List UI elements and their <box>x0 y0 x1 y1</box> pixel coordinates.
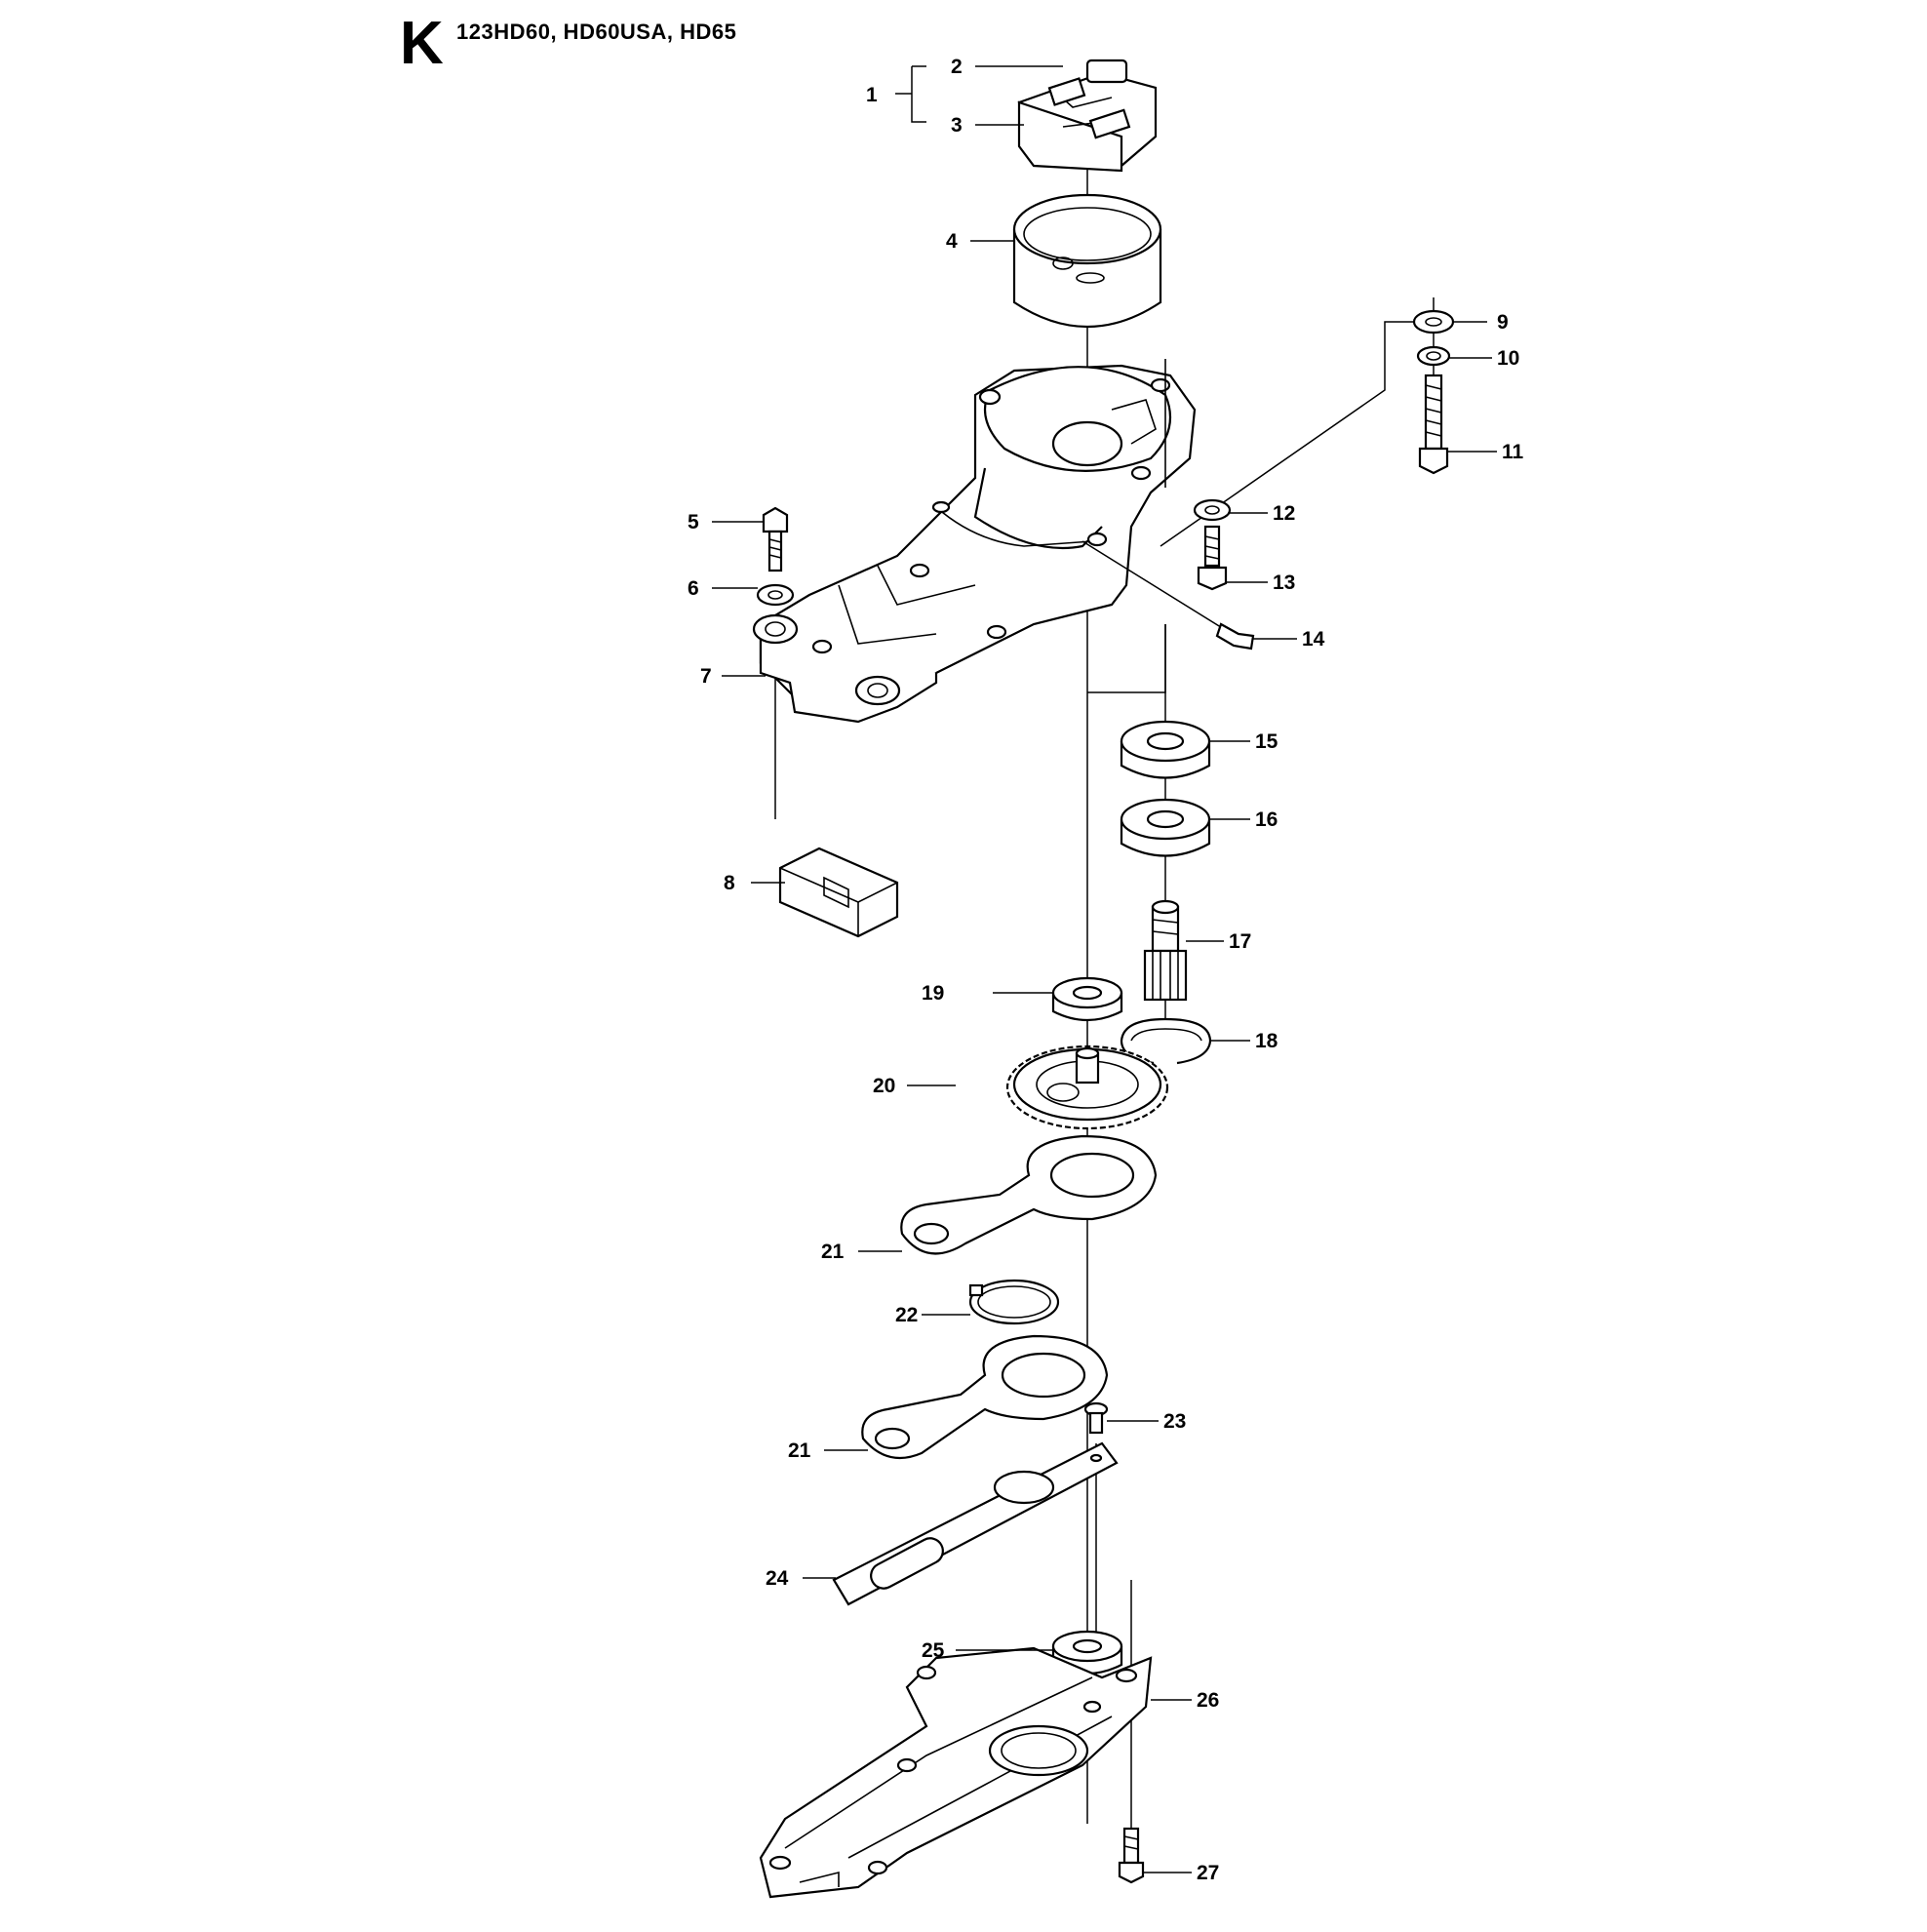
callout-14: 14 <box>1302 628 1325 651</box>
callout-6: 6 <box>688 577 699 600</box>
gear-cover-part-26 <box>759 1646 1153 1899</box>
callout-19: 19 <box>922 982 944 1005</box>
callout-13: 13 <box>1273 572 1295 594</box>
callout-27: 27 <box>1197 1862 1219 1884</box>
callout-21-lower: 21 <box>788 1439 811 1462</box>
washer-part-9 <box>1412 309 1455 335</box>
leader-lines <box>712 65 1497 1873</box>
connecting-rod-part-21-upper <box>900 1134 1158 1255</box>
callout-4: 4 <box>946 230 958 253</box>
washer-part-12 <box>1193 498 1232 522</box>
screw-part-23 <box>1083 1401 1109 1435</box>
washer-part-10 <box>1416 345 1451 367</box>
circlip-part-22 <box>968 1279 1060 1325</box>
gear-housing-part-7 <box>752 359 1197 724</box>
callout-21-upper: 21 <box>821 1241 845 1263</box>
plate-part-24 <box>832 1441 1119 1606</box>
callout-24: 24 <box>766 1567 789 1590</box>
screw-part-27 <box>1118 1827 1145 1884</box>
callout-1: 1 <box>866 84 878 106</box>
circlip-part-18 <box>1120 1017 1212 1065</box>
screw-part-13 <box>1197 525 1228 591</box>
bearing-part-19 <box>1051 976 1123 1021</box>
bolt-part-11 <box>1418 374 1449 475</box>
clutch-drum-part-4 <box>1012 193 1162 329</box>
callout-7: 7 <box>700 665 712 688</box>
callout-15: 15 <box>1255 730 1278 753</box>
grease-nipple-part-14 <box>1081 540 1255 651</box>
rubber-block-part-8 <box>778 847 899 938</box>
clutch-shoes-part-1 <box>1017 59 1158 173</box>
callout-11: 11 <box>1502 441 1524 463</box>
callout-2: 2 <box>951 56 963 78</box>
section-letter: K <box>400 10 444 77</box>
callout-26: 26 <box>1197 1689 1219 1712</box>
callout-18: 18 <box>1255 1030 1278 1052</box>
callout-22: 22 <box>895 1304 918 1326</box>
callout-23: 23 <box>1163 1410 1186 1433</box>
callout-3: 3 <box>951 114 963 137</box>
model-list: 123HD60, HD60USA, HD65 <box>456 20 737 44</box>
callout-16: 16 <box>1255 808 1278 831</box>
callout-8: 8 <box>724 872 735 894</box>
callout-labels: 1 2 3 4 5 6 7 8 9 10 11 12 13 14 15 16 1… <box>688 56 1524 1884</box>
callout-12: 12 <box>1273 502 1295 525</box>
bearing-part-25 <box>1051 1630 1123 1675</box>
callout-17: 17 <box>1229 930 1251 953</box>
callout-9: 9 <box>1497 311 1509 334</box>
bearing-part-15 <box>1120 720 1211 779</box>
connecting-rod-part-21-lower <box>861 1334 1109 1460</box>
bearing-axis-15 <box>1087 624 1166 693</box>
screw-part-5 <box>762 506 789 572</box>
callout-25: 25 <box>922 1639 945 1662</box>
washer-part-6 <box>756 583 795 607</box>
pinion-part-17 <box>1143 899 1188 1002</box>
callout-10: 10 <box>1497 347 1519 370</box>
callout-5: 5 <box>688 511 699 533</box>
bearing-part-16 <box>1120 798 1211 857</box>
callout-20: 20 <box>873 1075 895 1097</box>
gear-part-20 <box>1005 1045 1169 1130</box>
